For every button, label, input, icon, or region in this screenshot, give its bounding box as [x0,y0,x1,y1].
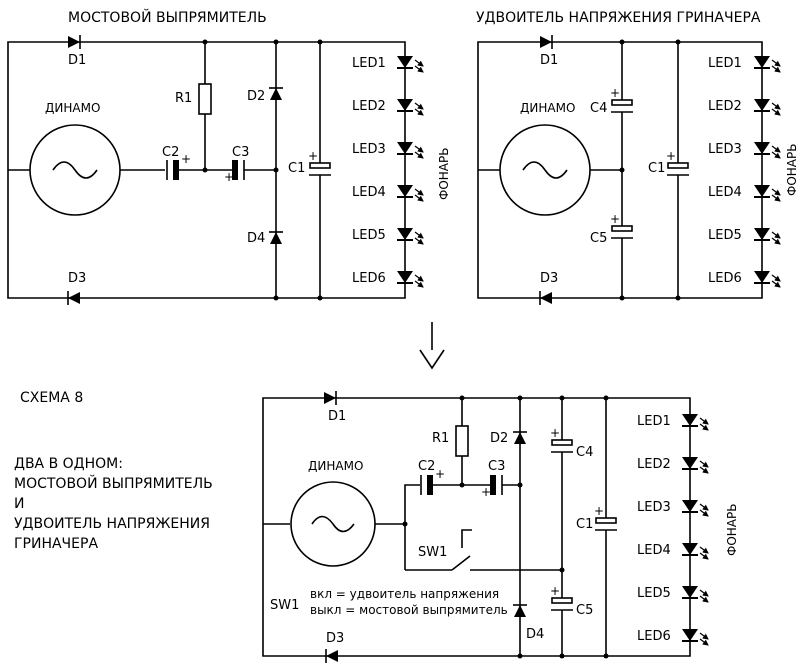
led3-label-2: LED3 [708,142,742,157]
svg-text:+: + [610,212,620,226]
combined-schematic: ДИНАМО C2 + R1 C3 + D2 D4 [262,391,739,663]
led2-label-2: LED2 [708,99,742,114]
svg-text:+: + [666,149,676,163]
d3-label-1: D3 [68,271,86,286]
led3-label-3: LED3 [637,500,671,515]
dynamo-label-3: ДИНАМО [308,459,363,473]
dynamo-label-1: ДИНАМО [45,101,100,115]
svg-text:+: + [481,485,491,499]
led4-label-3: LED4 [637,543,671,558]
led2-label-1: LED2 [352,99,386,114]
bridge-rectifier-schematic: ДИНАМО C2 + R1 C3 + D1 D3 D2 [7,35,451,305]
sw1-note-on: вкл = удвоитель напряжения [310,587,499,601]
led6-label-3: LED6 [637,629,671,644]
led5-label-1: LED5 [352,228,386,243]
c1-label-1: C1 [288,161,305,176]
led1-label-1: LED1 [352,56,386,71]
c4-label-3: C4 [576,445,593,460]
c4-label-2: C4 [590,101,607,116]
svg-text:+: + [181,152,191,166]
dynamo-label-2: ДИНАМО [520,101,575,115]
c2-label-1: C2 [162,145,179,160]
scheme-desc-line-1: ДВА В ОДНОМ: [14,456,123,472]
sw1-note-off: выкл = мостовой выпрямитель [310,603,508,617]
d4-label-3: D4 [526,627,544,642]
d4-label-1: D4 [247,231,265,246]
c5-label-2: C5 [590,231,607,246]
c1-label-3: C1 [576,517,593,532]
sw1-label: SW1 [418,545,447,560]
d1-label-3: D1 [328,409,346,424]
d1-label-1: D1 [68,53,86,68]
led5-label-3: LED5 [637,586,671,601]
d1-label-2: D1 [540,53,558,68]
svg-text:+: + [224,170,234,184]
led4-label-1: LED4 [352,185,386,200]
scheme-desc-line-2: МОСТОВОЙ ВЫПРЯМИТЕЛЬ [14,474,213,492]
c5-label-3: C5 [576,603,593,618]
svg-text:+: + [550,426,560,440]
scheme-desc-line-5: ГРИНАЧЕРА [14,536,98,552]
lamp-label-2: ФОНАРЬ [785,144,799,196]
d3-label-2: D3 [540,271,558,286]
d2-label-3: D2 [490,431,508,446]
doubler-title: УДВОИТЕЛЬ НАПРЯЖЕНИЯ ГРИНАЧЕРА [476,10,761,26]
lamp-label-1: ФОНАРЬ [437,148,451,200]
sw1-note-label: SW1 [270,598,299,613]
led4-label-2: LED4 [708,185,742,200]
bridge-title: МОСТОВОЙ ВЫПРЯМИТЕЛЬ [68,8,267,26]
scheme-desc-line-3: И [14,496,24,512]
voltage-doubler-schematic: ДИНАМО D1 D3 C4 + C5 + C1 + [477,35,799,305]
d2-label-1: D2 [247,89,265,104]
scheme-desc-line-4: УДВОИТЕЛЬ НАПРЯЖЕНИЯ [14,516,210,532]
lamp-label-3: ФОНАРЬ [725,504,739,556]
svg-text:+: + [594,504,604,518]
led5-label-2: LED5 [708,228,742,243]
scheme-title: СХЕМА 8 [20,390,83,406]
led6-label-1: LED6 [352,271,386,286]
svg-text:+: + [610,86,620,100]
d3-label-3: D3 [326,631,344,646]
svg-text:+: + [435,467,445,481]
led1-label-3: LED1 [637,414,671,429]
svg-text:+: + [308,149,318,163]
r1-label-1: R1 [175,91,192,106]
led3-label-1: LED3 [352,142,386,157]
led1-label-2: LED1 [708,56,742,71]
c3-label-1: C3 [232,145,249,160]
r1-label-3: R1 [432,431,449,446]
led2-label-3: LED2 [637,457,671,472]
c3-label-3: C3 [488,459,505,474]
led6-label-2: LED6 [708,271,742,286]
c2-label-3: C2 [418,459,435,474]
svg-text:+: + [550,584,560,598]
down-arrow-icon [419,322,445,370]
c1-label-2: C1 [648,161,665,176]
